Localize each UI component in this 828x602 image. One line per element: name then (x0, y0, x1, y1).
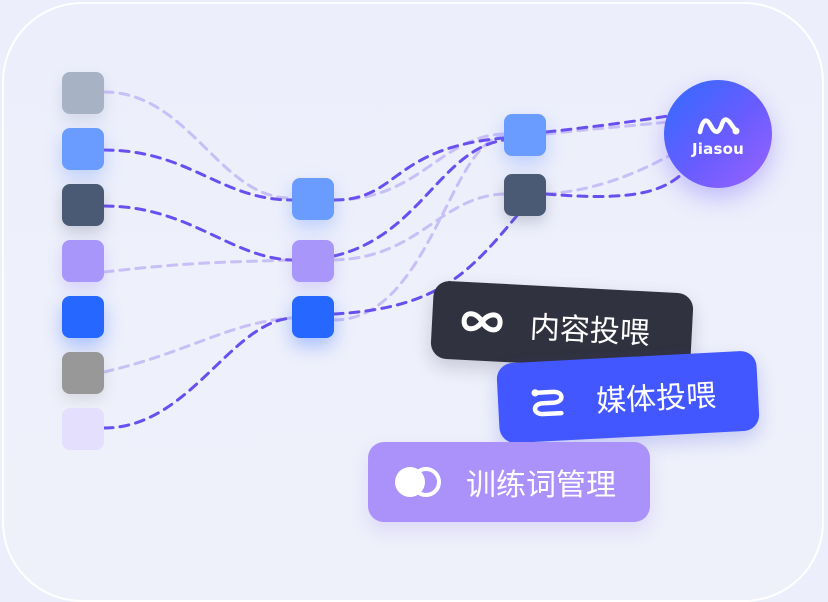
link-l1-m1 (102, 90, 294, 200)
tag-media-feed[interactable]: 媒体投喂 (496, 350, 760, 444)
link-l6-m3 (102, 316, 294, 374)
link-r1-hub (544, 114, 670, 134)
node-left-5 (62, 296, 104, 338)
link-r2-hub (544, 170, 686, 198)
link-m1-r1 (332, 136, 506, 202)
node-mid-1 (292, 178, 334, 220)
node-left-4 (62, 240, 104, 282)
node-right-1 (504, 114, 546, 156)
node-left-1 (62, 72, 104, 114)
toggle-circles-icon (395, 467, 441, 497)
jiasou-hub: Jiasou (664, 80, 772, 188)
tag-training-words[interactable]: 训练词管理 (368, 442, 650, 522)
node-mid-2 (292, 240, 334, 282)
link-r1-hub-faint (544, 120, 670, 136)
tag-media-label: 媒体投喂 (595, 378, 717, 420)
tag-content-feed[interactable]: 内容投喂 (430, 280, 694, 372)
link-l3-m2 (102, 204, 294, 262)
hub-label: Jiasou (692, 140, 744, 158)
link-l4-m2 (102, 258, 294, 274)
infinity-icon (461, 311, 503, 333)
node-left-6 (62, 352, 104, 394)
link-r2-hub-faint (544, 148, 682, 196)
jiasou-logo-icon (697, 117, 740, 135)
node-left-2 (62, 128, 104, 170)
tag-words-label: 训练词管理 (466, 468, 616, 503)
node-right-2 (504, 174, 546, 216)
connection-lines (102, 90, 686, 430)
node-left-7 (62, 408, 104, 450)
node-mid-3 (292, 296, 334, 338)
link-l7-m3 (102, 316, 294, 430)
link-l2-m1 (102, 148, 294, 202)
tag-content-label: 内容投喂 (528, 310, 651, 352)
node-left-3 (62, 184, 104, 226)
link-m2-r1 (332, 138, 506, 258)
flow-curve-icon (531, 389, 564, 417)
link-m2-r2-faint (332, 192, 506, 262)
link-m1-r1-faint (332, 132, 506, 202)
